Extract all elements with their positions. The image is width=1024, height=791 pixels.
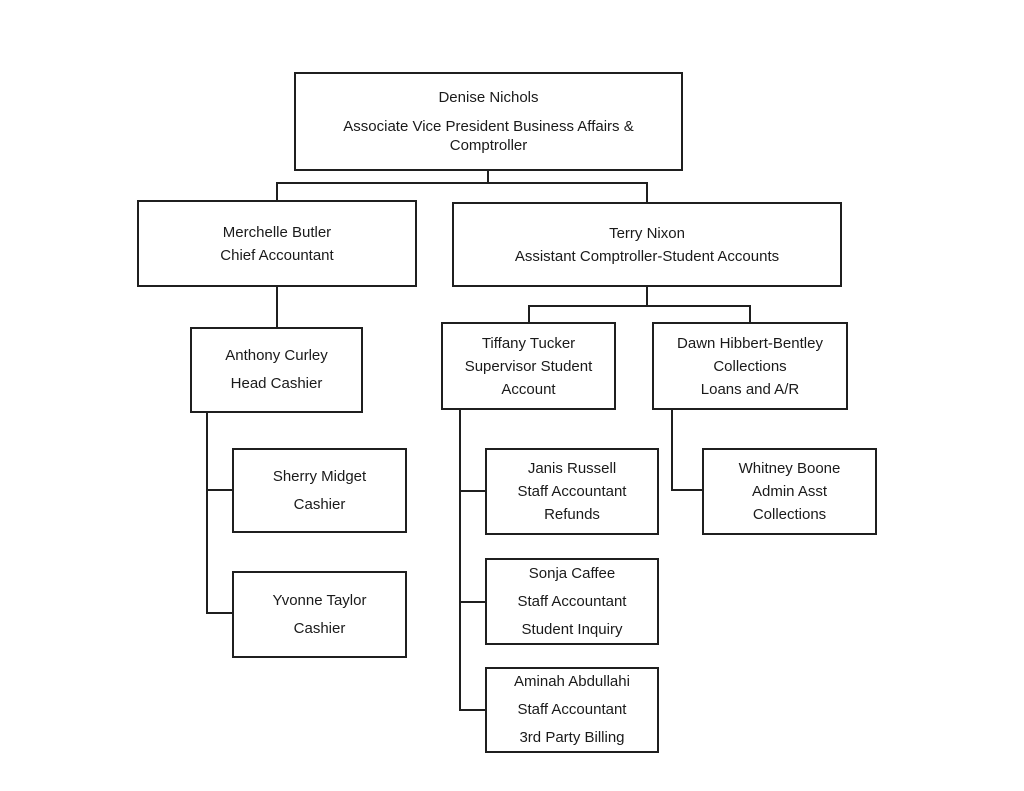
person-name: Aminah Abdullahi	[514, 673, 630, 690]
connector-stub-yvonne	[206, 612, 232, 614]
person-title: Supervisor Student	[464, 357, 593, 375]
person-name: Janis Russell	[527, 460, 617, 477]
person-name: Merchelle Butler	[222, 223, 332, 241]
person-dept: Collections	[752, 506, 827, 523]
person-name: Dawn Hibbert-Bentley	[677, 334, 823, 352]
connector-drop-merchelle	[276, 182, 278, 200]
person-name: Tiffany Tucker	[481, 334, 576, 352]
connector-drop-tiffany	[528, 305, 530, 322]
connector-drop-terry	[646, 182, 648, 202]
person-title: Collections	[713, 357, 787, 375]
connector-denise-stem	[487, 171, 489, 182]
person-name: Sonja Caffee	[528, 564, 616, 582]
connector-stub-janis	[459, 490, 485, 492]
connector-anthony-hang-line	[206, 413, 208, 614]
person-name: Denise Nichols	[438, 89, 539, 106]
person-name: Yvonne Taylor	[272, 591, 367, 609]
person-title: Account	[501, 380, 556, 398]
org-node-whitney-boone: Whitney Boone Admin Asst Collections	[702, 448, 877, 535]
org-node-terry-nixon: Terry Nixon Assistant Comptroller-Studen…	[452, 202, 842, 287]
org-node-sonja-caffee: Sonja Caffee Staff Accountant Student In…	[485, 558, 659, 645]
person-title: Assistant Comptroller-Student Accounts	[514, 247, 780, 265]
org-node-anthony-curley: Anthony Curley Head Cashier	[190, 327, 363, 413]
org-node-dawn-hibbert-bentley: Dawn Hibbert-Bentley Collections Loans a…	[652, 322, 848, 410]
connector-merchelle-anthony	[276, 287, 278, 327]
connector-stub-sherry	[206, 489, 232, 491]
connector-terry-stem	[646, 287, 648, 305]
person-name: Sherry Midget	[272, 467, 367, 485]
person-dept: Student Inquiry	[521, 620, 623, 638]
person-title: Associate Vice President Business Affair…	[343, 118, 634, 154]
connector-level2-rail	[276, 182, 648, 184]
person-title: Chief Accountant	[220, 246, 334, 264]
person-dept: Loans and A/R	[700, 380, 800, 398]
person-title: Staff Accountant	[517, 592, 627, 610]
connector-level3-rail	[528, 305, 751, 307]
org-node-janis-russell: Janis Russell Staff Accountant Refunds	[485, 448, 659, 535]
connector-stub-whitney	[671, 489, 702, 491]
connector-drop-dawn	[749, 305, 751, 322]
person-name: Anthony Curley	[225, 347, 328, 364]
connector-stub-aminah	[459, 709, 485, 711]
org-node-aminah-abdullahi: Aminah Abdullahi Staff Accountant 3rd Pa…	[485, 667, 659, 753]
org-node-sherry-midget: Sherry Midget Cashier	[232, 448, 407, 533]
person-title: Head Cashier	[230, 375, 323, 392]
person-dept: Refunds	[544, 506, 600, 523]
connector-stub-sonja	[459, 601, 485, 603]
person-name: Terry Nixon	[609, 224, 685, 242]
org-node-denise-nichols: Denise Nichols Associate Vice President …	[294, 72, 683, 171]
person-title: Cashier	[293, 619, 346, 637]
org-node-merchelle-butler: Merchelle Butler Chief Accountant	[137, 200, 417, 287]
person-name: Whitney Boone	[738, 460, 841, 477]
person-dept: 3rd Party Billing	[519, 729, 625, 746]
person-title: Staff Accountant	[517, 701, 627, 718]
person-title: Cashier	[293, 495, 346, 513]
person-title: Admin Asst	[751, 483, 828, 500]
connector-dawn-hang-line	[671, 410, 673, 491]
person-title: Staff Accountant	[517, 483, 627, 500]
connector-tiffany-hang-line	[459, 410, 461, 711]
org-node-yvonne-taylor: Yvonne Taylor Cashier	[232, 571, 407, 658]
org-node-tiffany-tucker: Tiffany Tucker Supervisor Student Accoun…	[441, 322, 616, 410]
